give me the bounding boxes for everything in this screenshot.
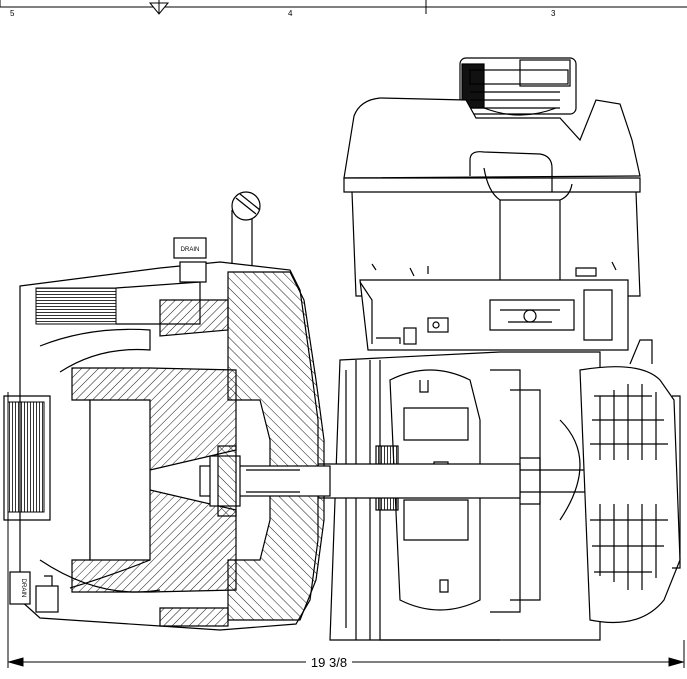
zone-strip: 5 4 3: [0, 0, 687, 18]
fuel-cap: [459, 57, 577, 116]
pump-assembly: [3, 191, 331, 631]
discharge-threads: [35, 287, 117, 325]
datum-triangle-icon: [148, 0, 170, 15]
seal-plate: [227, 271, 325, 621]
engine-assembly: [317, 57, 681, 641]
lower-drain-label: DRAIN: [20, 579, 26, 598]
zone-label-5: 5: [10, 9, 15, 18]
zone-label-3: 3: [551, 9, 556, 18]
flywheel-blower: [579, 339, 681, 623]
upper-drain-label: DRAIN: [181, 247, 200, 253]
overall-length-dimension: 19 3/8: [7, 392, 685, 670]
suction-threads: [7, 401, 45, 513]
fuel-tank: [343, 97, 641, 297]
zone-label-4: 4: [288, 9, 293, 18]
pump-handle: [231, 191, 261, 269]
upper-drain-plug: DRAIN: [173, 237, 207, 259]
carburetor-area: [359, 279, 629, 351]
overall-length-value: 19 3/8: [311, 655, 347, 670]
lower-drain-plug: DRAIN: [9, 571, 31, 605]
